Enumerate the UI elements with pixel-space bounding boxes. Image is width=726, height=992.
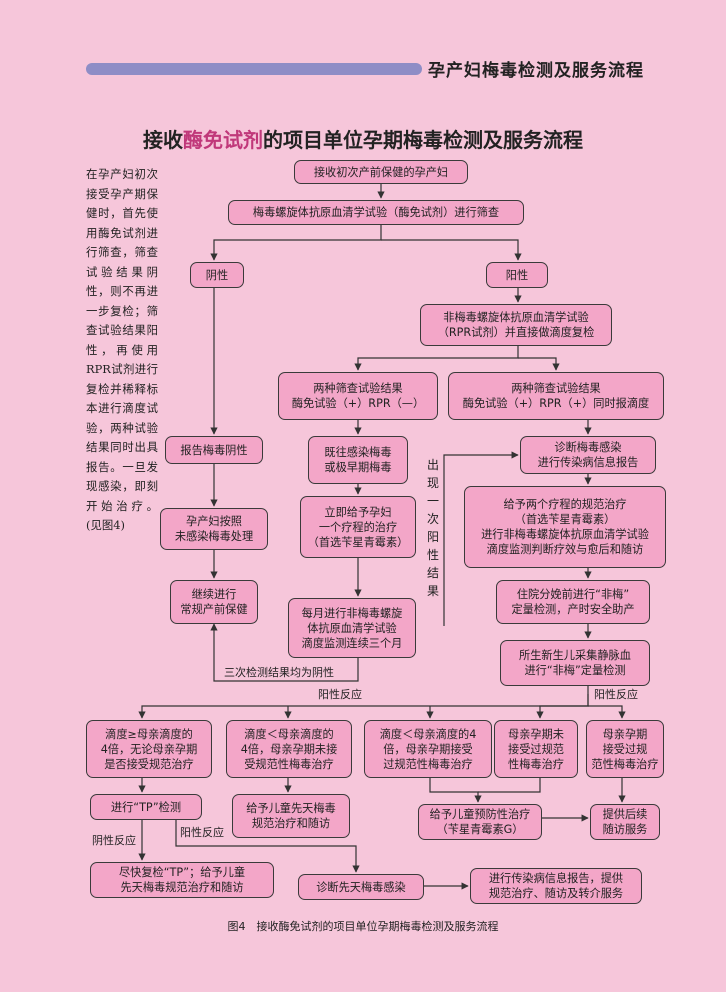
- node-monthly: 每月进行非梅毒螺旋 体抗原血清学试验 滴度监测连续三个月: [288, 598, 416, 658]
- node-diagnose: 诊断梅毒感染 进行传染病信息报告: [520, 436, 656, 474]
- title-prefix: 接收: [143, 128, 183, 152]
- node-report-neg: 报告梅毒阴性: [165, 436, 263, 464]
- node-treat-c2: 给予儿童先天梅毒 规范治疗和随访: [232, 794, 350, 838]
- label-positive-reaction-left: 阳性反应: [318, 688, 362, 701]
- node-c3: 滴度＜母亲滴度的4 倍，母亲孕期接受 过规范性梅毒治疗: [364, 720, 492, 778]
- sidebar-text: 在孕产妇初次接受孕产期保健时，首先使用酶免试剂进行筛查，筛查试验结果阴性，则不再…: [86, 167, 158, 532]
- node-followup: 提供后续 随访服务: [590, 804, 660, 840]
- node-congenital: 诊断先天梅毒感染: [298, 874, 424, 900]
- node-uninfected: 孕产妇按照 未感染梅毒处理: [160, 508, 268, 550]
- node-screen: 梅毒螺旋体抗原血清学试验（酶免试剂）进行筛查: [228, 200, 524, 225]
- node-one-course: 立即给予孕妇 一个疗程的治疗 （首选苄星青霉素）: [300, 496, 416, 558]
- node-two-courses: 给予两个疗程的规范治疗 （首选苄星青霉素） 进行非梅毒螺旋体抗原血清学试验 滴度…: [464, 486, 666, 568]
- node-c4: 母亲孕期未 接受过规范 性梅毒治疗: [494, 720, 578, 778]
- node-rpr: 非梅毒螺旋体抗原血清学试验 （RPR试剂）并直接做滴度复检: [420, 304, 612, 346]
- node-res-neg: 两种筛查试验结果 酶免试验（+）RPR（—）: [278, 372, 438, 420]
- node-retest: 尽快复检“TP”；给予儿童 先天梅毒规范治疗和随访: [90, 862, 274, 898]
- node-start: 接收初次产前保健的孕产妇: [294, 160, 468, 184]
- title-suffix: 的项目单位孕期梅毒检测及服务流程: [263, 128, 583, 152]
- node-final-report: 进行传染病信息报告，提供 规范治疗、随访及转介服务: [470, 868, 642, 904]
- page-title: 接收酶免试剂的项目单位孕期梅毒检测及服务流程: [0, 124, 726, 153]
- title-highlight: 酶免试剂: [183, 128, 263, 152]
- label-one-positive: 出现一次阳性结果: [426, 458, 439, 598]
- section-title: 孕产妇梅毒检测及服务流程: [428, 61, 644, 81]
- node-continue-care: 继续进行 常规产前保健: [170, 580, 258, 624]
- node-delivery: 住院分娩前进行“非梅” 定量检测，产时安全助产: [496, 580, 650, 624]
- label-three-negative: 三次检测结果均为阴性: [224, 666, 334, 679]
- label-positive-reaction-right: 阳性反应: [594, 688, 638, 701]
- node-history: 既往感染梅毒 或极早期梅毒: [308, 436, 408, 484]
- node-preventive: 给予儿童预防性治疗 （苄星青霉素G）: [418, 804, 542, 840]
- node-positive: 阳性: [486, 262, 548, 288]
- node-c5: 母亲孕期 接受过规 范性梅毒治疗: [586, 720, 664, 778]
- figure-caption: 图4 接收酶免试剂的项目单位孕期梅毒检测及服务流程: [227, 920, 499, 933]
- node-newborn: 所生新生儿采集静脉血 进行“非梅”定量检测: [500, 640, 650, 686]
- label-negative-reaction: 阴性反应: [92, 834, 136, 847]
- header-bar: [86, 63, 422, 75]
- node-tp: 进行“TP”检测: [90, 794, 202, 820]
- label-positive-reaction-tp: 阳性反应: [180, 826, 224, 839]
- node-c2: 滴度＜母亲滴度的 4倍，母亲孕期未接 受规范性梅毒治疗: [226, 720, 352, 778]
- node-c1: 滴度≥母亲滴度的 4倍，无论母亲孕期 是否接受规范治疗: [86, 720, 212, 778]
- node-res-pos: 两种筛查试验结果 酶免试验（+）RPR（+）同时报滴度: [448, 372, 664, 420]
- node-negative: 阴性: [190, 262, 244, 288]
